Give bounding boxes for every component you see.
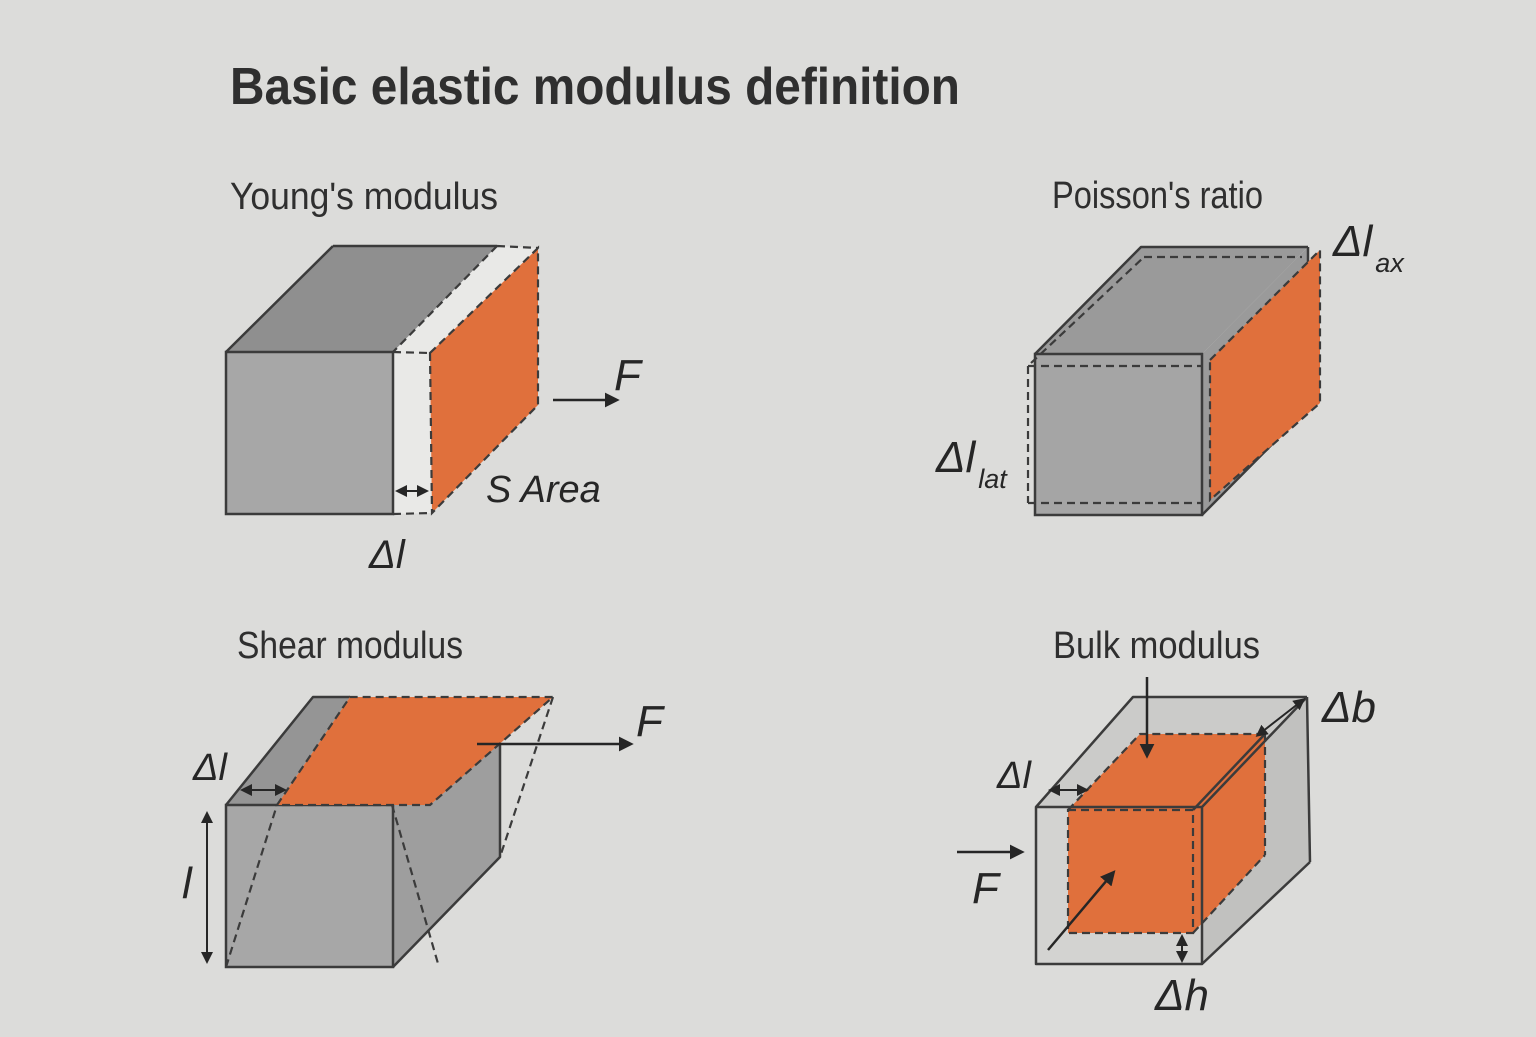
- bulk-force-label: F: [972, 864, 1001, 913]
- poisson-box-top-face: [1035, 247, 1308, 354]
- shear-delta-l-label: Δl: [192, 747, 228, 789]
- youngs-area-label: S Area: [486, 469, 601, 511]
- bulk-delta-b-arrow: [1255, 698, 1306, 737]
- youngs-box-top-edges: [225, 244, 497, 353]
- bulk-inner-box-dashed-edges: [1067, 732, 1267, 934]
- bulk-modulus-diagram: Bulk modulus Δb Δl F Δh: [957, 625, 1376, 1020]
- bulk-inner-box-side-face: [1193, 734, 1265, 933]
- poisson-end-face: [1208, 247, 1322, 503]
- poisson-box-front-face: [1033, 352, 1204, 517]
- youngs-delta-l-label: Δl: [368, 533, 406, 577]
- bulk-inner-box-top-right-edge: [1192, 733, 1266, 811]
- bulk-title: Bulk modulus: [1053, 625, 1260, 667]
- shear-length-label: l: [182, 859, 193, 908]
- youngs-extension-top-gap: [393, 246, 538, 353]
- youngs-force-label: F: [614, 351, 643, 400]
- poisson-deformed-outline-dashed: [1026, 255, 1302, 505]
- bulk-inner-box-top-face: [1068, 734, 1265, 810]
- shear-deformed-edges-dashed: [224, 696, 555, 968]
- bulk-delta-b-label: Δb: [1321, 683, 1376, 732]
- shear-title: Shear modulus: [237, 625, 463, 667]
- bulk-delta-h-label: Δh: [1154, 971, 1209, 1020]
- youngs-box-front-face: [224, 350, 395, 516]
- poisson-title: Poisson's ratio: [1052, 175, 1263, 217]
- shear-box-front-face: [224, 803, 395, 969]
- shear-box-top-strip: [226, 697, 350, 805]
- bulk-inner-pressure-arrow: [1047, 870, 1116, 951]
- bulk-outer-box-solid-edges: [1034, 695, 1312, 966]
- youngs-box-top-face: [226, 246, 497, 352]
- youngs-extension-front-gap: [393, 352, 432, 514]
- shear-modulus-diagram: Shear modulus Δl l F: [182, 625, 665, 969]
- bulk-delta-l-label: Δl: [996, 755, 1032, 797]
- figure-title: Basic elastic modulus definition: [230, 58, 960, 116]
- bulk-inner-box-front-face: [1066, 808, 1195, 935]
- shear-force-label: F: [636, 697, 665, 746]
- youngs-title: Young's modulus: [230, 176, 498, 218]
- youngs-cross-section-face: [428, 245, 540, 516]
- shear-displaced-top-face: [274, 695, 556, 807]
- youngs-extension-dashed-edges: [392, 244, 539, 516]
- shear-box-side-face: [393, 743, 500, 967]
- youngs-modulus-diagram: Young's modulus Δl F S Area: [224, 176, 643, 577]
